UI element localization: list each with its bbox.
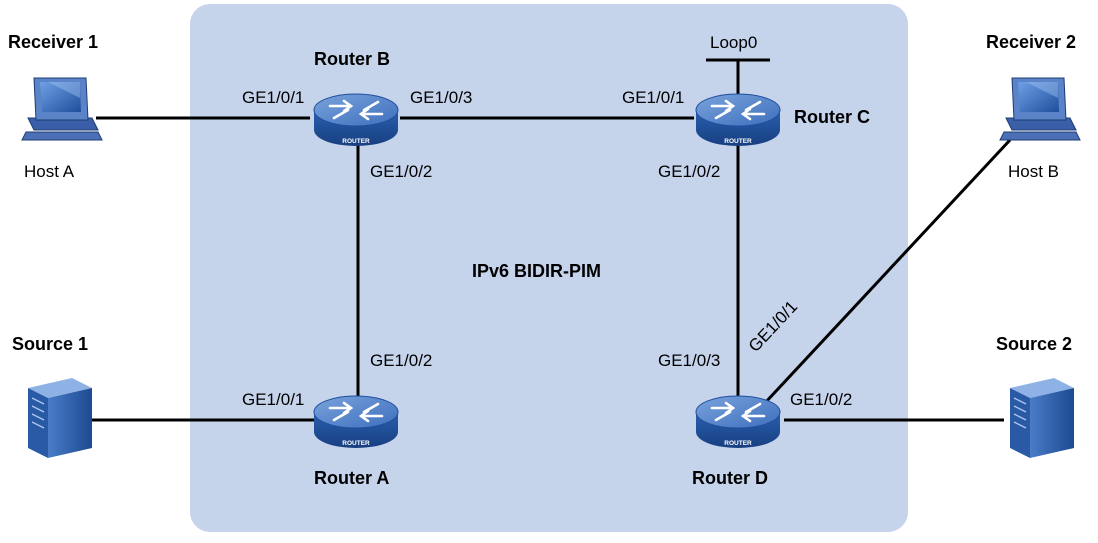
host-b-label: Host B xyxy=(1008,162,1060,181)
router-b-ge2-label: GE1/0/2 xyxy=(370,162,433,181)
host-b-pc-icon xyxy=(999,77,1081,141)
domain-label: IPv6 BIDIR-PIM xyxy=(472,261,602,281)
router-b-icon: ROUTER xyxy=(312,92,400,148)
links xyxy=(86,58,1012,422)
router-a-badge: ROUTER xyxy=(342,440,370,447)
host-a-label: Host A xyxy=(24,162,75,181)
router-b-ge1-label: GE1/0/1 xyxy=(242,88,305,107)
router-a-ge2-label: GE1/0/2 xyxy=(370,351,433,370)
receiver-2-label: Receiver 2 xyxy=(986,32,1077,52)
router-c-badge: ROUTER xyxy=(724,138,752,145)
receiver-1-label: Receiver 1 xyxy=(8,32,99,52)
source-2-server-icon xyxy=(1009,377,1075,459)
router-c-icon: ROUTER xyxy=(694,92,782,148)
router-d-ge3-label: GE1/0/3 xyxy=(658,351,721,370)
loop0-label: Loop0 xyxy=(710,33,758,52)
router-d-badge: ROUTER xyxy=(724,440,752,447)
source-2-label: Source 2 xyxy=(996,334,1073,354)
router-d-icon: ROUTER xyxy=(694,394,782,450)
source-1-label: Source 1 xyxy=(12,334,89,354)
router-a-icon: ROUTER xyxy=(312,394,400,450)
router-a-ge1-label: GE1/0/1 xyxy=(242,390,305,409)
router-d-ge2-label: GE1/0/2 xyxy=(790,390,853,409)
router-b-label: Router B xyxy=(314,49,390,69)
router-c-label: Router C xyxy=(794,107,870,127)
router-c-ge1-label: GE1/0/1 xyxy=(622,88,685,107)
router-b-ge3-label: GE1/0/3 xyxy=(410,88,473,107)
host-a-pc-icon xyxy=(21,77,103,141)
link-routerd-hostb xyxy=(762,138,1012,406)
router-d-label: Router D xyxy=(692,468,768,488)
source-1-server-icon xyxy=(27,377,93,459)
router-c-ge2-label: GE1/0/2 xyxy=(658,162,721,181)
router-a-label: Router A xyxy=(314,468,390,488)
router-b-badge: ROUTER xyxy=(342,138,370,145)
